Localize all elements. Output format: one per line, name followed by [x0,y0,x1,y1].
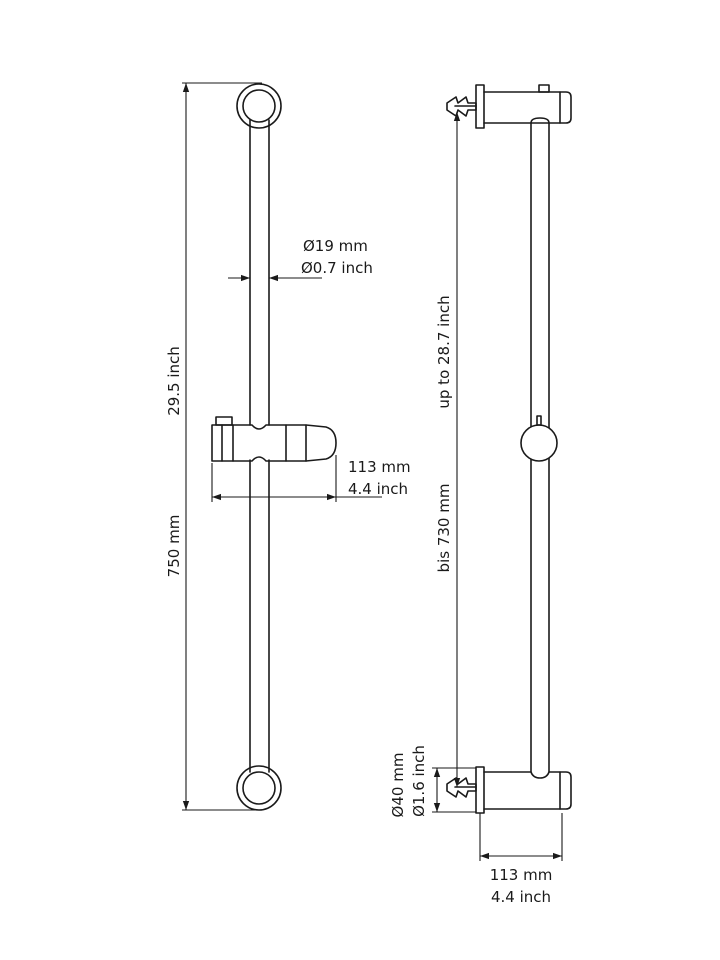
rod-diameter-mm-label: Ø19 mm [303,237,368,255]
bracket-depth-inch-label: 4.4 inch [491,888,551,906]
side-bracket-diameter-dimension [432,767,476,813]
front-slider-depth-dimension [211,455,382,502]
front-view: 29.5 inch 750 mm Ø19 mm Ø0.7 inch 113 mm… [165,82,411,811]
side-top-wall-plug [446,96,477,117]
front-height-dimension [182,82,262,811]
side-slider-knob [520,415,558,462]
side-distance-inch-label: up to 28.7 inch [435,295,453,408]
side-bracket-depth-dimension [479,813,563,861]
side-view: up to 28.7 inch bis 730 mm Ø40 mm Ø1.6 i… [389,84,572,906]
slider-depth-inch-label: 4.4 inch [348,480,408,498]
slider-depth-mm-label: 113 mm [348,458,411,476]
front-height-inch-label: 29.5 inch [165,346,183,416]
bracket-diameter-inch-label: Ø1.6 inch [410,745,428,817]
side-bottom-wall-plug [446,777,477,798]
front-slider-holder [211,416,337,462]
side-bottom-bracket [475,766,572,814]
side-distance-mm-label: bis 730 mm [435,484,453,573]
bracket-depth-mm-label: 113 mm [490,866,553,884]
front-height-mm-label: 750 mm [165,515,183,578]
front-rod [249,119,270,773]
rod-diameter-inch-label: Ø0.7 inch [301,259,373,277]
front-bottom-bracket [236,765,282,811]
front-top-bracket [236,83,282,129]
bracket-diameter-mm-label: Ø40 mm [389,753,407,818]
side-top-bracket [475,84,572,129]
